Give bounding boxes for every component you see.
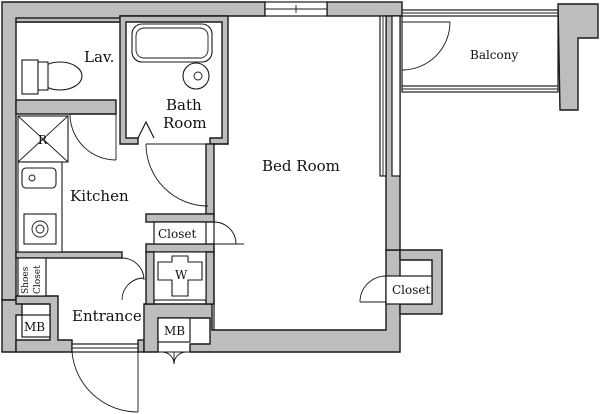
closet-bedroom-label: Closet <box>392 283 431 297</box>
sink-basin <box>182 62 210 90</box>
entrance-area: Shoes Closet Entrance MB MB <box>17 257 191 413</box>
bath-room: Bath Room <box>131 23 213 139</box>
balcony-label: Balcony <box>470 48 518 62</box>
bath-label-line1: Bath <box>166 96 202 114</box>
lavatory: Lav. <box>21 48 117 161</box>
shoes-closet-label-line1: Shoes <box>21 266 31 294</box>
shoes-closet <box>17 257 47 297</box>
bath-label-line2: Room <box>163 114 207 132</box>
balcony: Balcony <box>401 16 559 86</box>
windows <box>71 1 559 353</box>
mb-entrance-label: MB <box>164 324 185 338</box>
lav-label: Lav. <box>84 48 114 66</box>
kitchen: R Kitchen <box>17 115 209 253</box>
washer-label: W <box>175 268 188 282</box>
washer-pan <box>157 255 203 297</box>
washer-area: W <box>153 251 207 301</box>
mb-left-label: MB <box>24 320 45 334</box>
shoes-closet-label-line2: Closet <box>33 265 43 294</box>
closet-main-label: Closet <box>158 227 197 241</box>
refrigerator-label: R <box>38 133 48 147</box>
toilet-tank <box>21 59 39 95</box>
entrance-label: Entrance <box>72 307 142 325</box>
kitchen-sink <box>21 167 57 189</box>
bathtub <box>131 23 213 63</box>
closet-bedroom: Closet <box>359 275 433 305</box>
bedroom-label: Bed Room <box>262 157 340 175</box>
stove <box>23 213 57 245</box>
kitchen-label: Kitchen <box>70 187 129 205</box>
closet-main: Closet <box>153 221 244 245</box>
bed-room: Bed Room <box>213 143 340 330</box>
